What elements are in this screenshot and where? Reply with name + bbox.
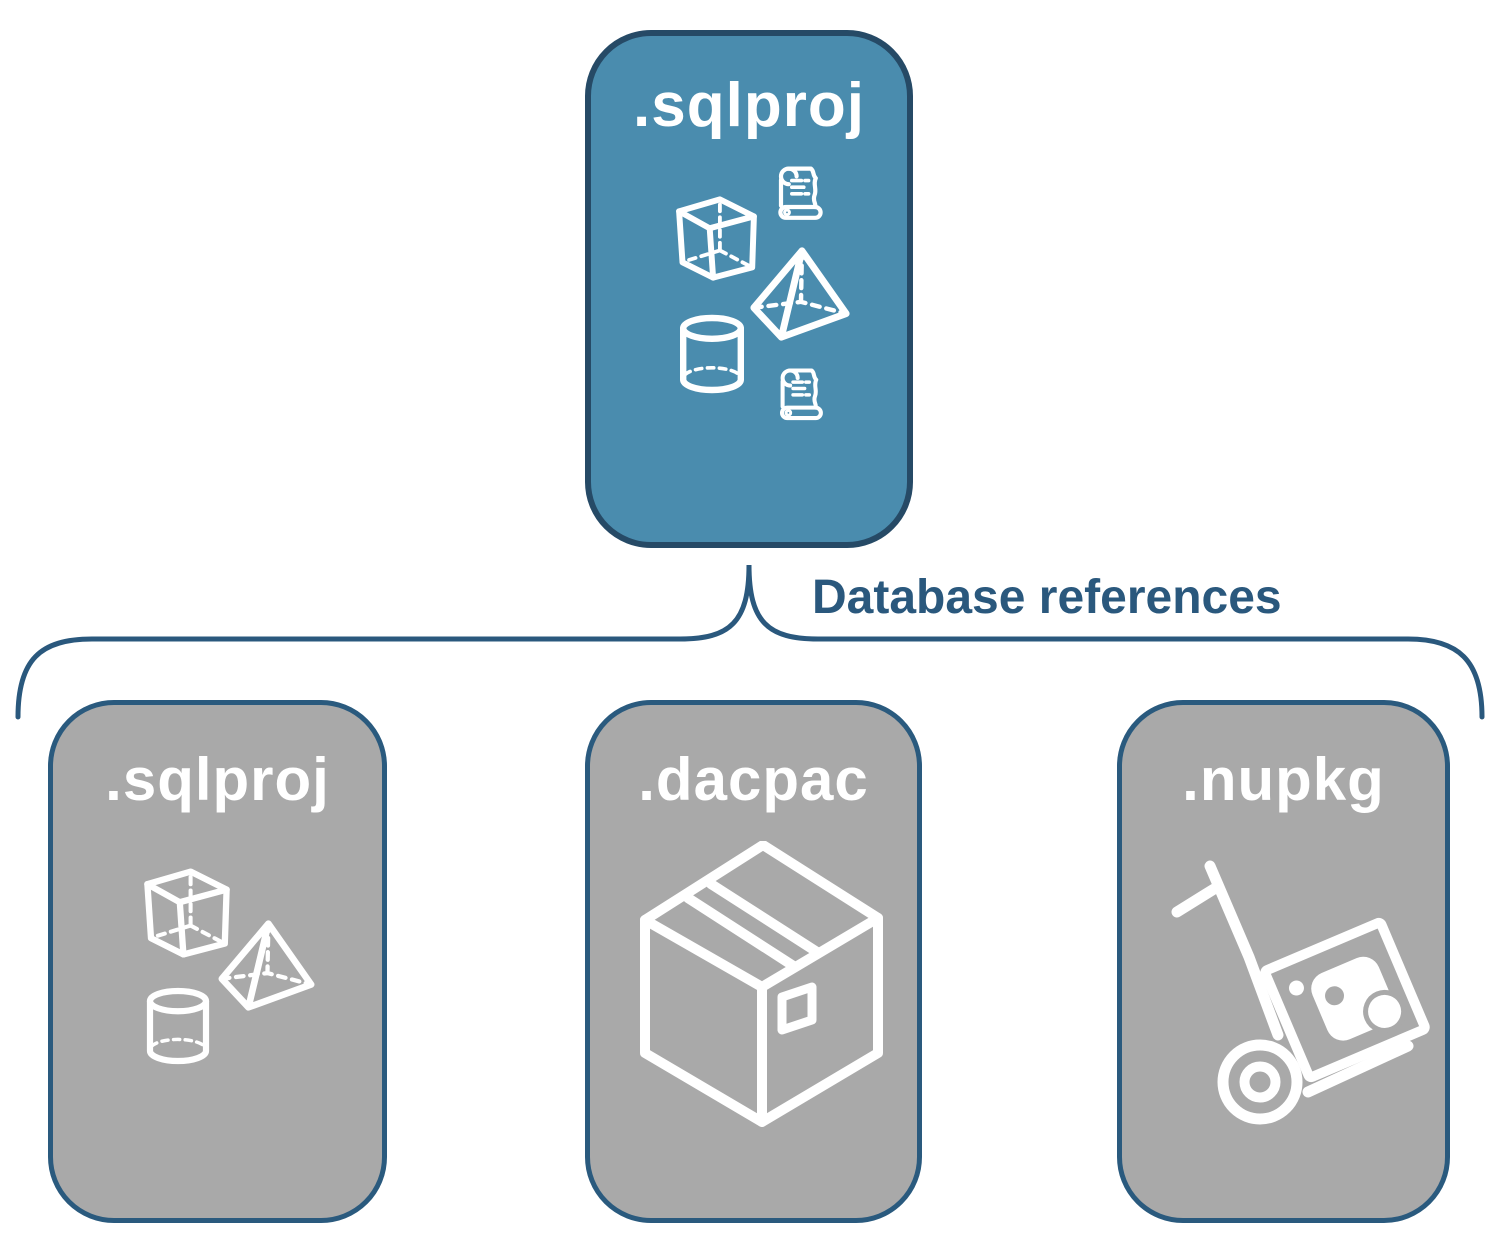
node-child-dacpac: .dacpac [585, 700, 922, 1223]
handtruck-icon [1165, 854, 1450, 1149]
scroll-icon [769, 164, 829, 226]
node-child-nupkg: .nupkg [1117, 700, 1450, 1223]
pyramid-icon [746, 244, 854, 344]
scroll-icon [771, 366, 829, 426]
cylinder-icon [676, 314, 748, 394]
node-child-label: .dacpac [638, 746, 869, 813]
pyramid-icon [213, 918, 320, 1013]
package-icon [640, 841, 883, 1128]
node-child-label: .sqlproj [105, 746, 330, 813]
connector-label: Database references [812, 571, 1282, 624]
node-child-label: .nupkg [1182, 746, 1385, 813]
node-root-label: .sqlproj [633, 71, 865, 140]
node-child-sqlproj: .sqlproj [48, 700, 387, 1223]
cylinder-icon [143, 985, 213, 1067]
node-root-sqlproj: .sqlproj [585, 30, 913, 548]
